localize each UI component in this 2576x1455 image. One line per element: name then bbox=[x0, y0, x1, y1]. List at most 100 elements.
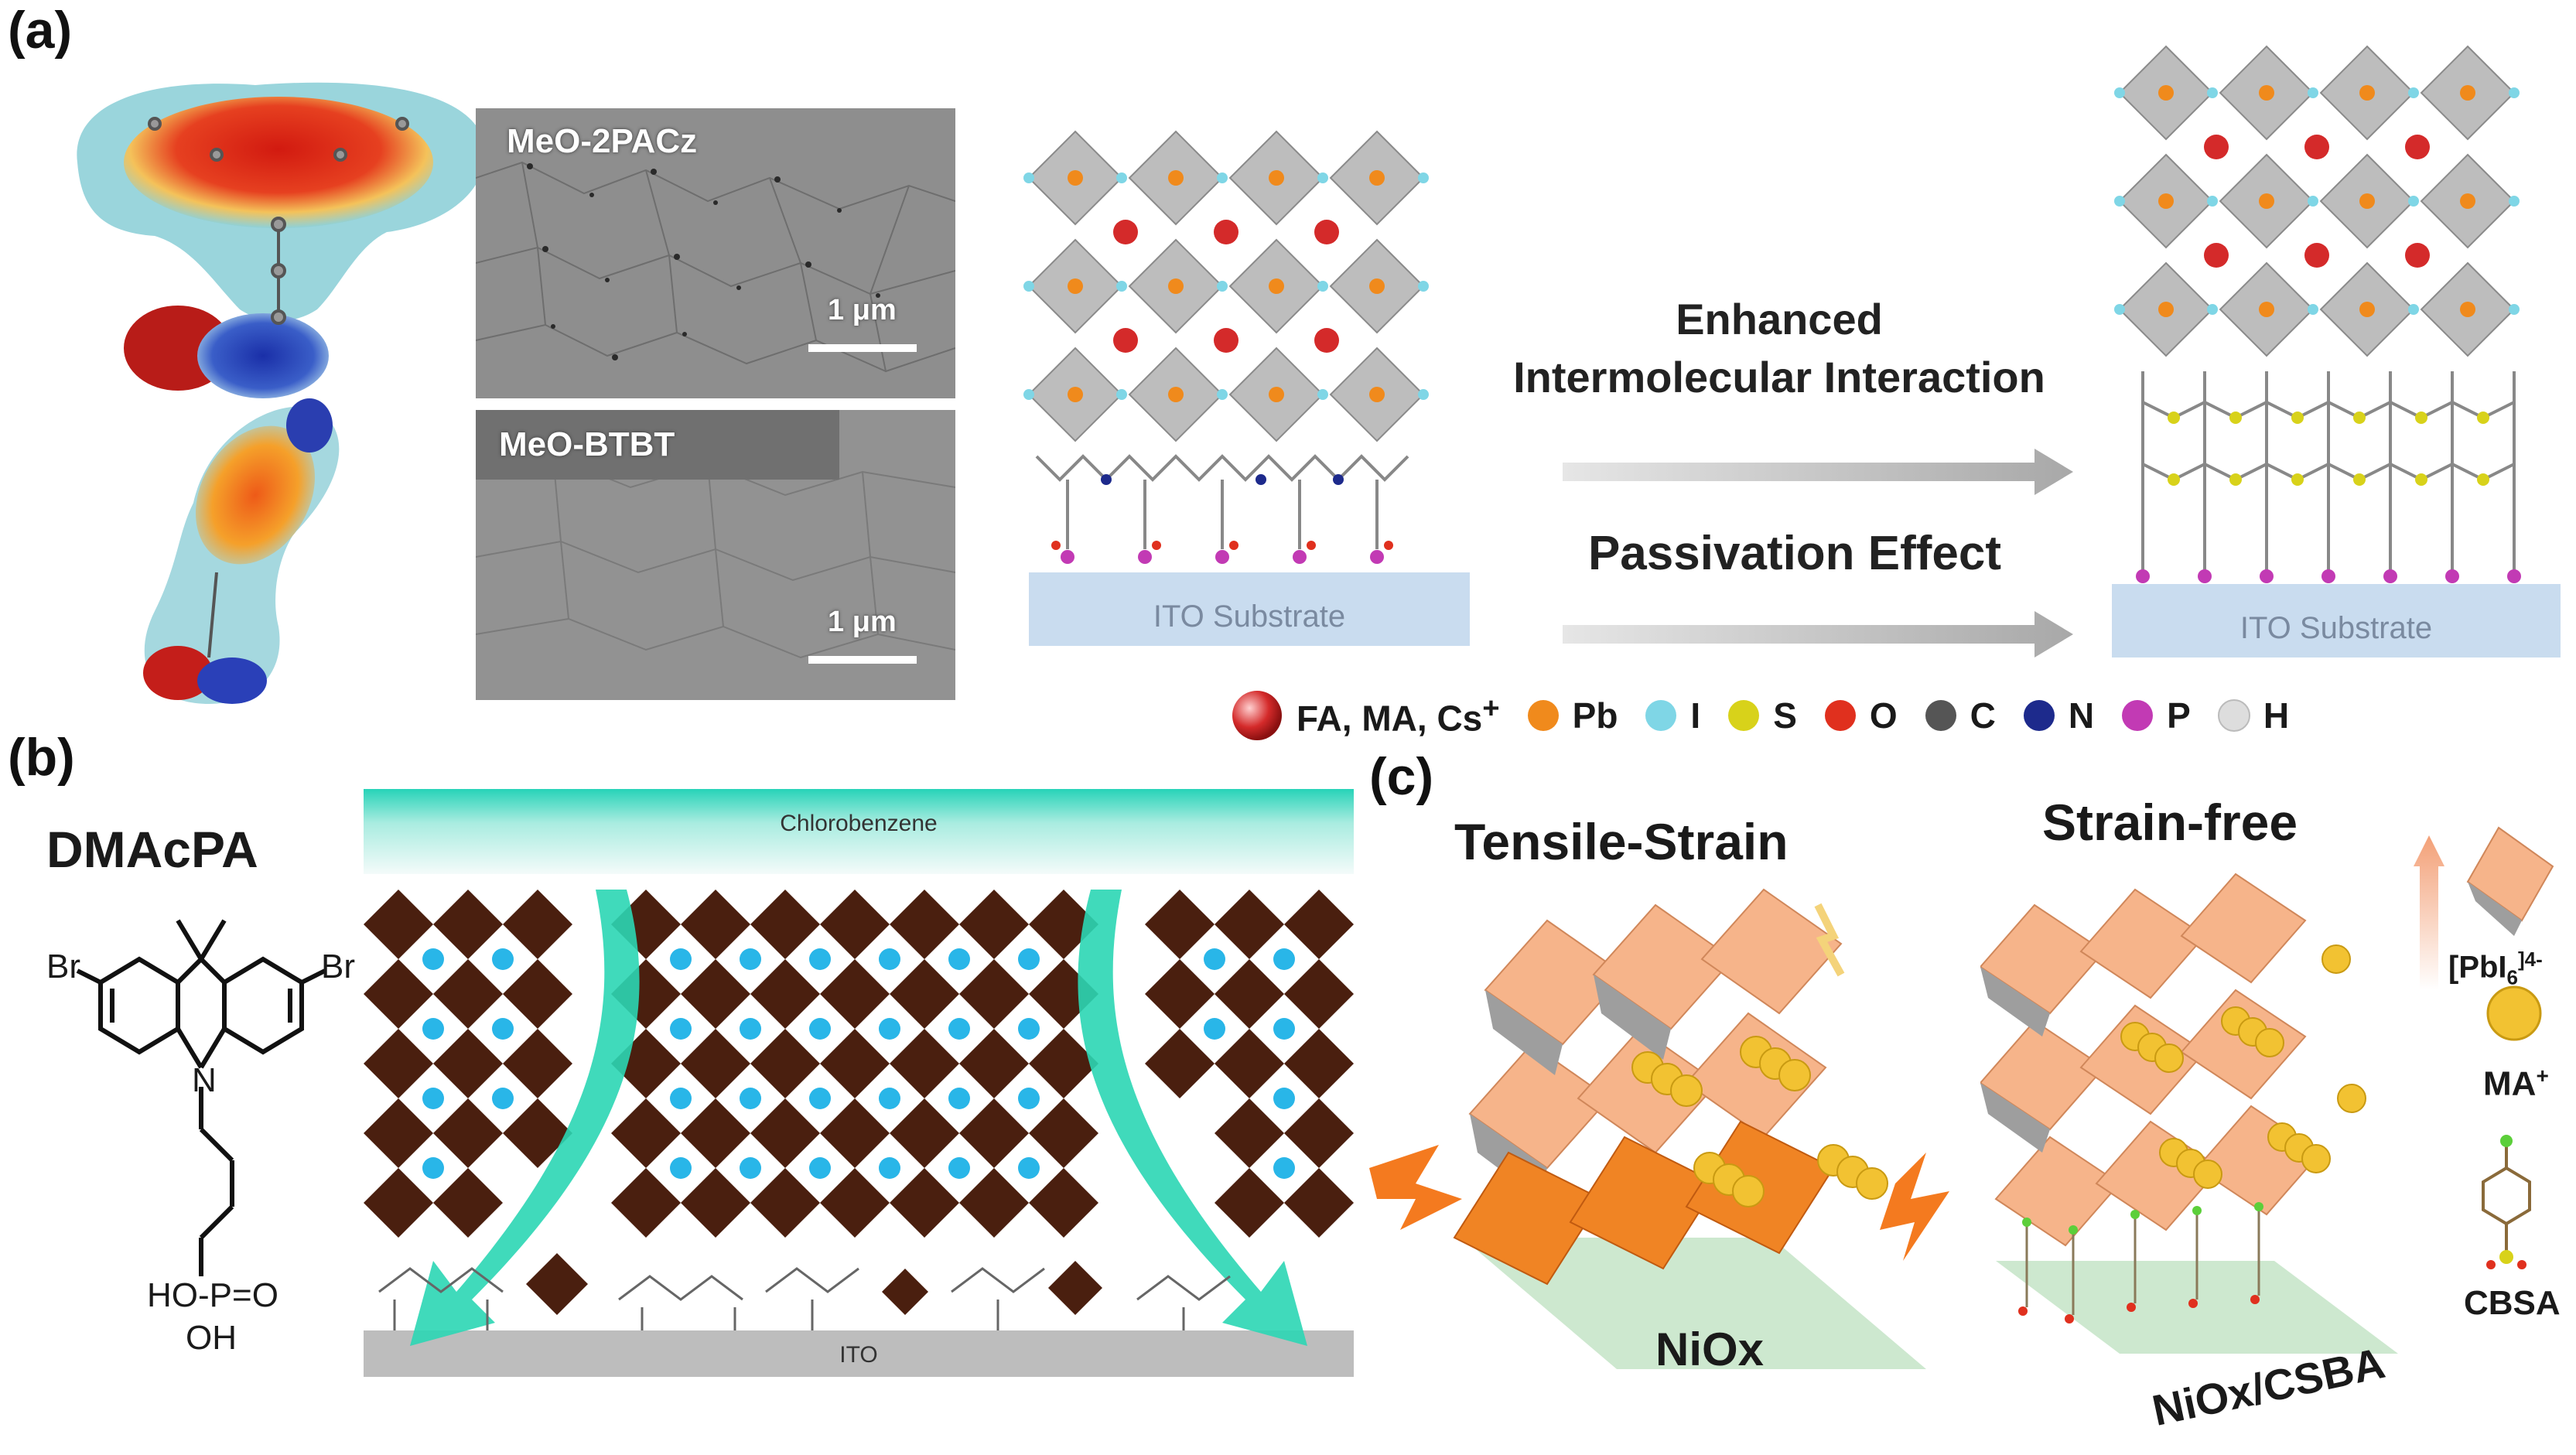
legend-label-h: H bbox=[2263, 695, 2290, 736]
legend-dot-s bbox=[1728, 700, 1760, 731]
arrow-enhanced-interaction bbox=[1563, 449, 2073, 495]
legend-label-octahedron: [PbI6]4- bbox=[2448, 948, 2543, 989]
panel-c-legend-svg bbox=[2414, 826, 2554, 1269]
perovskite-right-svg bbox=[2112, 45, 2561, 657]
niox-csba-substrate bbox=[1996, 1261, 2398, 1354]
legend-cbsa-cl bbox=[2500, 1135, 2513, 1147]
panel-c-legend: [PbI6]4- MA+ CBSA bbox=[2406, 812, 2576, 1431]
atom-br-right: Br bbox=[321, 948, 355, 985]
scalebar-label-top: 1 μm bbox=[828, 294, 897, 326]
panel-b-schematic: Chlorobenzene ITO bbox=[364, 789, 1354, 1385]
esp-molecule-maps bbox=[62, 70, 495, 712]
esp-bottom-anchor-red bbox=[143, 646, 213, 700]
strain-free-svg bbox=[1980, 873, 2398, 1354]
lightning-left bbox=[1369, 1145, 1462, 1230]
chlorobenzene-label: Chlorobenzene bbox=[780, 811, 938, 836]
ito-substrate-right bbox=[2112, 584, 2561, 657]
legend-label-s: S bbox=[1773, 695, 1797, 736]
scalebar-label-bottom: 1 μm bbox=[828, 606, 897, 638]
perovskite-structure-right: ITO Substrate bbox=[2096, 31, 2576, 665]
legend-item-s: S bbox=[1727, 695, 1797, 736]
tensile-strain-svg bbox=[1369, 888, 1949, 1369]
legend-octahedron bbox=[2466, 826, 2554, 922]
scalebar-bottom bbox=[808, 656, 917, 664]
arrow-top-text-block: Enhanced Intermolecular Interaction bbox=[1470, 294, 2089, 402]
sem-image-meo-2pacz: MeO-2PACz 1 μm bbox=[476, 108, 955, 398]
legend-item-cation: FA, MA, Cs+ bbox=[1230, 688, 1500, 743]
perovskite-left-svg bbox=[1023, 130, 1470, 646]
legend-label-n: N bbox=[2068, 695, 2095, 736]
sem-image-meo-btbt: MeO-BTBT 1 μm bbox=[476, 410, 955, 700]
ito-label: ITO bbox=[839, 1342, 878, 1368]
legend-item-o: O bbox=[1823, 695, 1898, 736]
cyan-arrow-right bbox=[1078, 890, 1307, 1346]
substrate-label-niox: NiOx bbox=[1655, 1324, 1765, 1375]
legend-label-pb: Pb bbox=[1572, 695, 1618, 736]
legend-item-c: C bbox=[1924, 695, 1996, 736]
panel-label-c: (c) bbox=[1369, 747, 1434, 806]
legend-item-p: P bbox=[2120, 695, 2191, 736]
esp-bottom-tip-blue bbox=[286, 398, 333, 453]
legend-dot-cation bbox=[1232, 691, 1282, 740]
hydroxyl-group: OH bbox=[186, 1319, 237, 1357]
legend-gradient-arrow bbox=[2414, 835, 2444, 990]
legend-label-c: C bbox=[1970, 695, 1996, 736]
legend-dot-p bbox=[2122, 700, 2154, 731]
strain-squiggle bbox=[1814, 903, 1845, 977]
chlorobenzene-layer bbox=[364, 789, 1354, 874]
title-tensile-strain: Tensile-Strain bbox=[1454, 813, 1789, 870]
legend-ma-sphere bbox=[2486, 985, 2542, 1041]
legend-dot-i bbox=[1645, 700, 1677, 731]
perovskite-structure-left: ITO Substrate bbox=[1006, 116, 1485, 657]
arrow-top-line1: Enhanced bbox=[1676, 295, 1883, 343]
legend-item-i: I bbox=[1644, 695, 1700, 736]
legend-dot-o bbox=[1824, 700, 1856, 731]
nioX-substrate-left bbox=[1462, 1238, 1926, 1369]
esp-bottom-core bbox=[195, 425, 316, 565]
atom-br-left: Br bbox=[46, 948, 80, 985]
tensile-strain-structure: NiOx bbox=[1369, 874, 1957, 1416]
scalebar-top bbox=[808, 344, 917, 352]
strain-free-structure: NiOx/CSBA bbox=[1980, 859, 2414, 1435]
ito-layer bbox=[364, 1330, 1354, 1377]
esp-top-anchor-blue bbox=[197, 313, 329, 398]
esp-top-core bbox=[124, 97, 433, 228]
legend-label-o: O bbox=[1869, 695, 1898, 736]
legend-label-p: P bbox=[2167, 695, 2191, 736]
sem-label-meo-2pacz: MeO-2PACz bbox=[507, 122, 698, 160]
legend-label-cation: FA, MA, Cs+ bbox=[1297, 692, 1500, 739]
arrow-top-line2: Intermolecular Interaction bbox=[1513, 353, 2045, 401]
lightning-right bbox=[1880, 1153, 1949, 1261]
arrow-bottom-text: Passivation Effect bbox=[1587, 527, 2002, 580]
panel-label-a: (a) bbox=[8, 1, 73, 60]
legend-label-cbsa: CBSA bbox=[2464, 1284, 2561, 1322]
legend-item-n: N bbox=[2022, 695, 2094, 736]
sem-label-meo-btbt: MeO-BTBT bbox=[499, 425, 675, 463]
atom-legend: FA, MA, Cs+ Pb I S O C N P H bbox=[1230, 685, 2568, 746]
sem-label-band bbox=[476, 410, 839, 480]
legend-dot-c bbox=[1925, 700, 1956, 731]
atom-n: N bbox=[192, 1061, 217, 1099]
panel-label-b: (b) bbox=[8, 728, 75, 787]
legend-dot-n bbox=[2023, 700, 2055, 731]
title-strain-free: Strain-free bbox=[2042, 794, 2298, 851]
esp-bottom-anchor-blue bbox=[197, 657, 267, 704]
ito-substrate-left-label: ITO Substrate bbox=[1153, 599, 1346, 634]
dmacpa-structure: Br Br N HO-P=O OH bbox=[46, 897, 371, 1361]
phosphonic-group: HO-P=O bbox=[147, 1276, 278, 1314]
legend-item-pb: Pb bbox=[1526, 695, 1618, 736]
legend-item-h: H bbox=[2217, 695, 2289, 736]
esp-molecule-maps-svg bbox=[77, 82, 486, 704]
ito-substrate-left bbox=[1029, 572, 1470, 646]
panel-b-schematic-svg bbox=[364, 789, 1354, 1377]
molecule-name-dmacpa: DMAcPA bbox=[46, 821, 258, 878]
legend-label-i: I bbox=[1690, 695, 1701, 736]
legend-label-ma: MA+ bbox=[2483, 1064, 2549, 1103]
legend-dot-h bbox=[2217, 699, 2250, 732]
legend-cbsa-s bbox=[2499, 1250, 2513, 1264]
dmacpa-structure-svg bbox=[76, 919, 326, 1276]
arrow-passivation bbox=[1563, 611, 2073, 657]
ito-substrate-right-label: ITO Substrate bbox=[2239, 611, 2433, 645]
legend-dot-pb bbox=[1527, 700, 1559, 731]
cyan-arrow-left bbox=[410, 890, 640, 1346]
